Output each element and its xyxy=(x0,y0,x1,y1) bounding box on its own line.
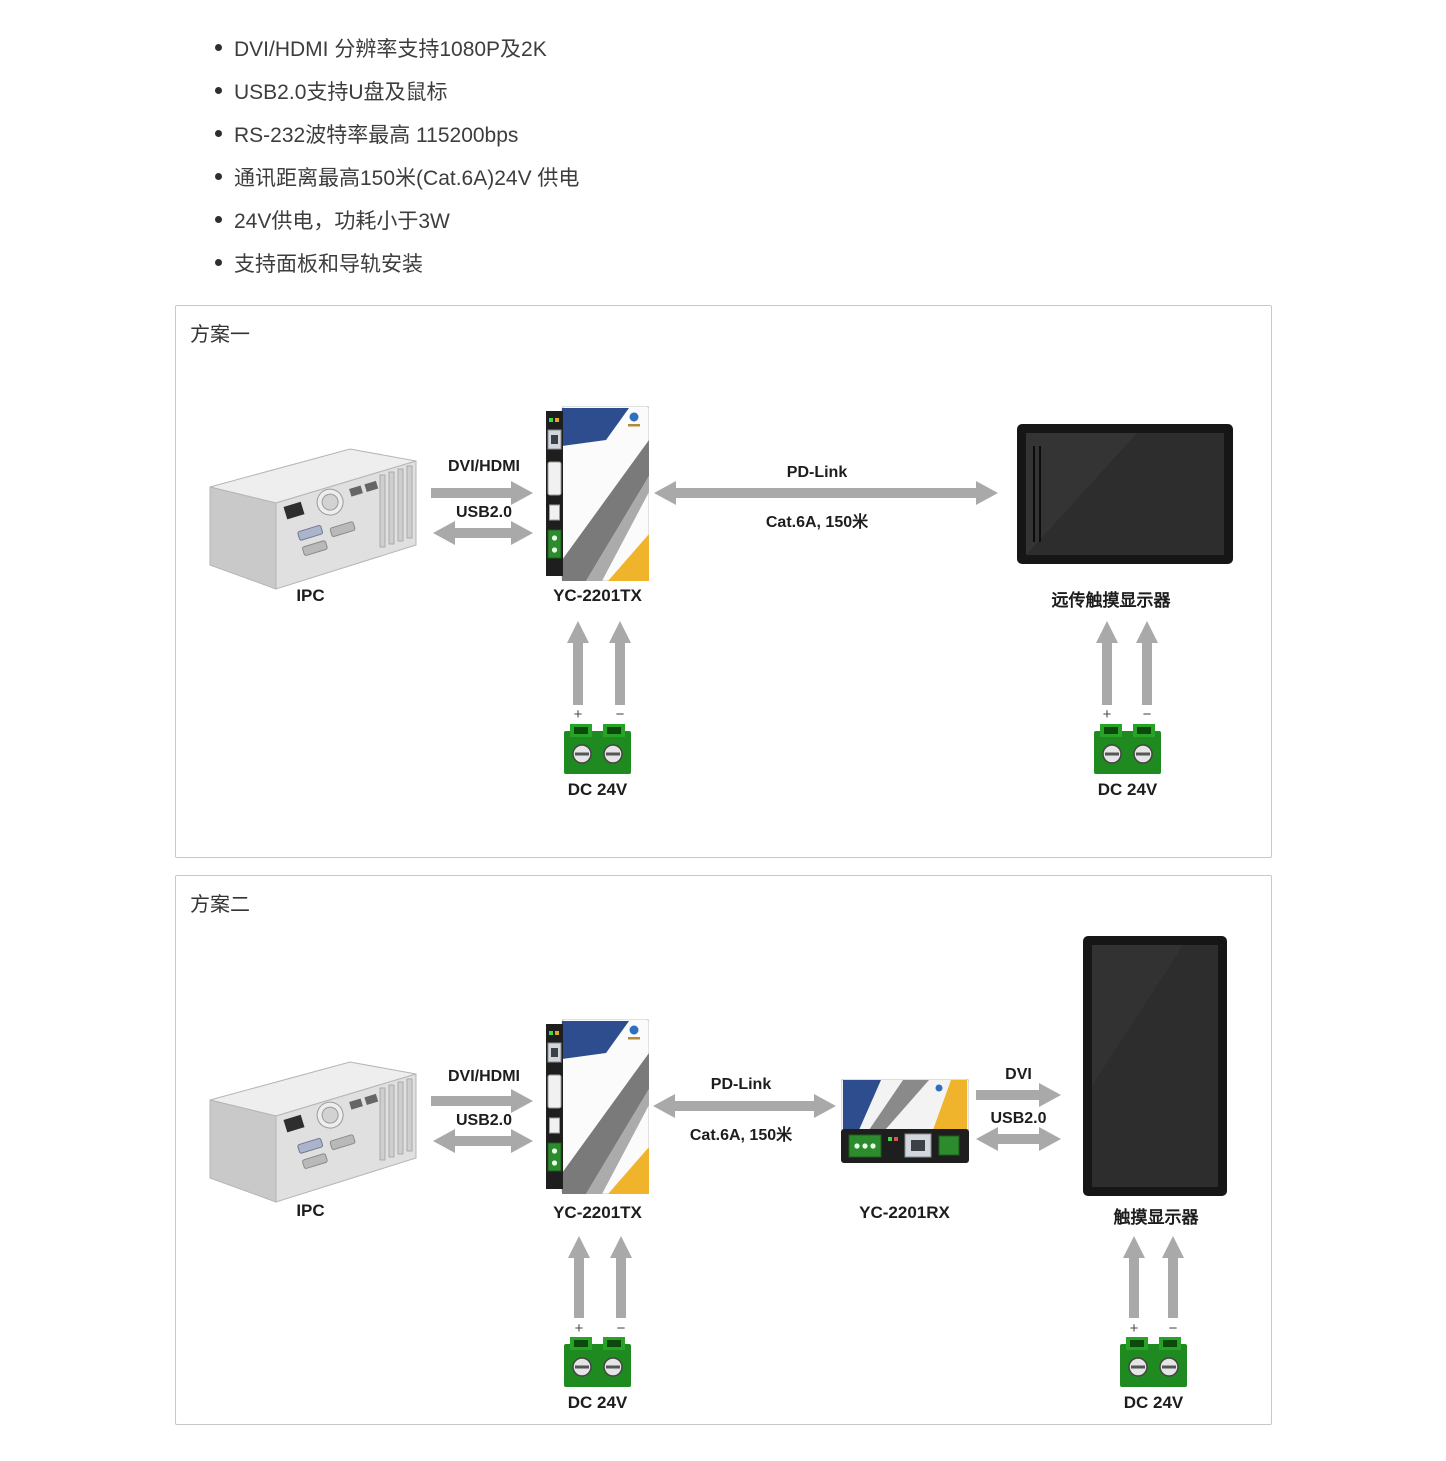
power-plus-arrow xyxy=(568,1236,590,1318)
bullet-icon xyxy=(215,44,222,51)
bullet-icon xyxy=(215,259,222,266)
dc-label: DC 24V xyxy=(567,780,628,799)
bullet-icon xyxy=(215,87,222,94)
minus-label: − xyxy=(616,1320,626,1337)
plus-label: + xyxy=(574,1320,584,1337)
feature-item: 支持面板和导轨安装 xyxy=(215,241,579,284)
display-label: 远传触摸显示器 xyxy=(1051,591,1171,610)
bullet-icon xyxy=(215,130,222,137)
feature-item: USB2.0支持U盘及鼠标 xyxy=(215,69,579,112)
ipc-graphic xyxy=(198,1054,423,1204)
scheme2-panel: 方案二 IPC DVI/HDMI USB2.0 YC-2201TX PD-Lin… xyxy=(175,875,1272,1425)
feature-item: 通讯距离最高150米(Cat.6A)24V 供电 xyxy=(215,155,579,198)
dc-label: DC 24V xyxy=(1123,1393,1184,1412)
feature-text: DVI/HDMI 分辨率支持1080P及2K xyxy=(234,37,547,61)
feature-text: 支持面板和导轨安装 xyxy=(234,252,423,276)
dvi-hdmi-label: DVI/HDMI xyxy=(448,1068,520,1085)
feature-text: 24V供电，功耗小于3W xyxy=(234,209,450,233)
ipc-label: IPC xyxy=(296,586,325,605)
tx-label: YC-2201TX xyxy=(553,1203,642,1222)
pd-link-label: PD-Link xyxy=(710,1076,772,1093)
feature-item: DVI/HDMI 分辨率支持1080P及2K xyxy=(215,26,579,69)
ipc-graphic xyxy=(198,441,423,591)
display-graphic xyxy=(1017,424,1233,564)
rx-label: YC-2201RX xyxy=(859,1203,950,1222)
pd-link-arrow xyxy=(653,1094,836,1118)
power-plus-arrow xyxy=(567,621,589,705)
feature-list: DVI/HDMI 分辨率支持1080P及2K USB2.0支持U盘及鼠标 RS-… xyxy=(215,26,579,284)
rx-device-graphic xyxy=(841,1079,969,1163)
dvi-arrow xyxy=(976,1083,1061,1107)
feature-item: 24V供电，功耗小于3W xyxy=(215,198,579,241)
scheme2-title: 方案二 xyxy=(190,894,250,916)
minus-label: − xyxy=(1168,1320,1178,1337)
display-graphic xyxy=(1083,936,1227,1196)
feature-text: 通讯距离最高150米(Cat.6A)24V 供电 xyxy=(234,166,580,190)
display-label: 触摸显示器 xyxy=(1113,1208,1199,1227)
dc-connector-graphic xyxy=(1120,1337,1187,1387)
tx-device-graphic xyxy=(546,1019,649,1194)
feature-text: RS-232波特率最高 115200bps xyxy=(234,123,519,147)
power-plus-arrow xyxy=(1096,621,1118,705)
cat6a-label: Cat.6A, 150米 xyxy=(765,514,869,531)
dc-label: DC 24V xyxy=(567,1393,628,1412)
feature-text: USB2.0支持U盘及鼠标 xyxy=(234,80,448,104)
scheme1-title: 方案一 xyxy=(190,324,250,346)
plus-label: + xyxy=(1102,706,1112,723)
power-minus-arrow xyxy=(1162,1236,1184,1318)
dc-connector-graphic xyxy=(1094,724,1161,774)
power-minus-arrow xyxy=(610,1236,632,1318)
tx-device-graphic xyxy=(546,406,649,581)
dvi-hdmi-arrow xyxy=(431,481,533,505)
plus-label: + xyxy=(573,706,583,723)
usb-arrow xyxy=(433,1129,533,1153)
cat6a-label: Cat.6A, 150米 xyxy=(689,1127,793,1144)
tx-label: YC-2201TX xyxy=(553,586,642,605)
dvi-hdmi-arrow xyxy=(431,1089,533,1113)
power-minus-arrow xyxy=(1136,621,1158,705)
feature-item: RS-232波特率最高 115200bps xyxy=(215,112,579,155)
dvi-label: DVI xyxy=(1005,1066,1032,1083)
bullet-icon xyxy=(215,173,222,180)
dc-label: DC 24V xyxy=(1097,780,1158,799)
plus-label: + xyxy=(1129,1320,1139,1337)
usb-arrow xyxy=(976,1127,1061,1151)
minus-label: − xyxy=(615,706,625,723)
pd-link-label: PD-Link xyxy=(786,464,848,481)
minus-label: − xyxy=(1142,706,1152,723)
dc-connector-graphic xyxy=(564,1337,631,1387)
pd-link-arrow xyxy=(654,481,998,505)
power-minus-arrow xyxy=(609,621,631,705)
dvi-hdmi-label: DVI/HDMI xyxy=(448,458,520,475)
ipc-label: IPC xyxy=(296,1201,325,1220)
scheme1-panel: 方案一 IPC DVI/HDMI USB2.0 YC-2201TX PD-Lin… xyxy=(175,305,1272,858)
power-plus-arrow xyxy=(1123,1236,1145,1318)
dc-connector-graphic xyxy=(564,724,631,774)
usb-label: USB2.0 xyxy=(455,1112,513,1129)
bullet-icon xyxy=(215,216,222,223)
usb-arrow xyxy=(433,521,533,545)
usb-label: USB2.0 xyxy=(455,504,513,521)
usb-label: USB2.0 xyxy=(990,1110,1047,1127)
